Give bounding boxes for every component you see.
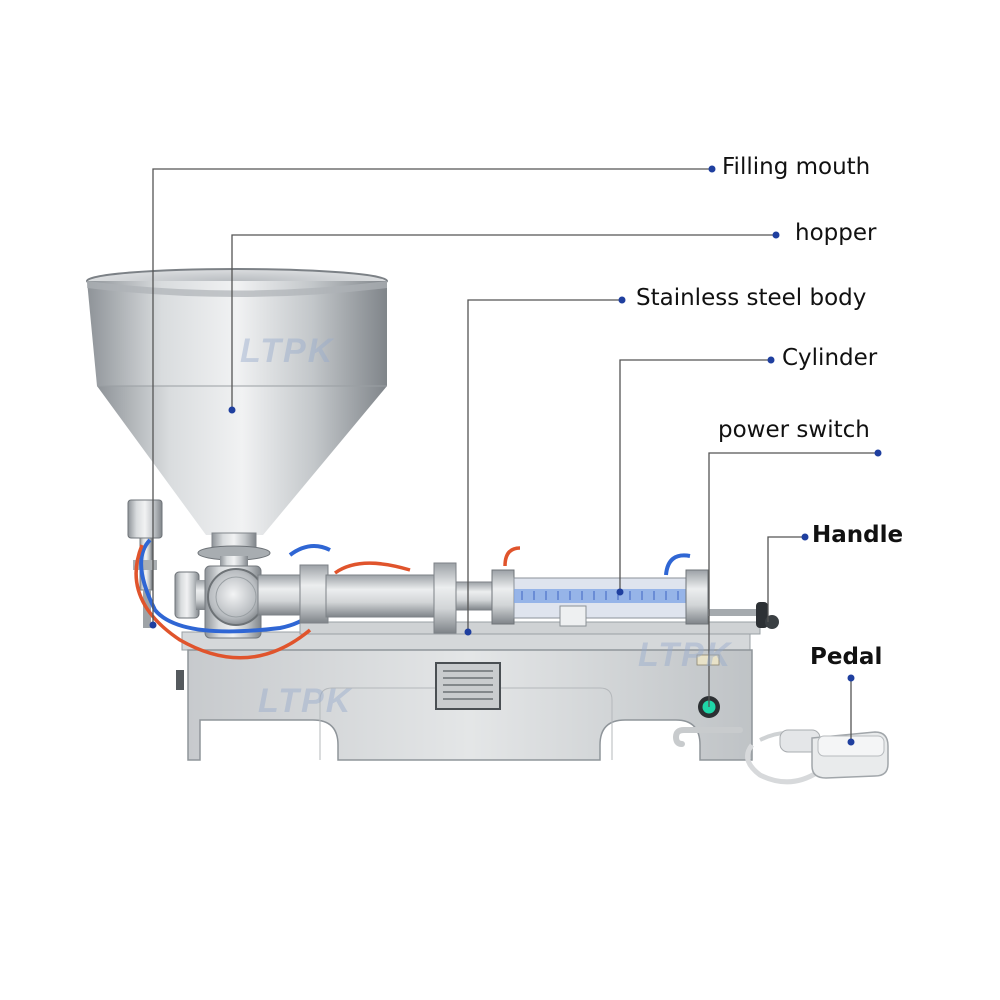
leader-power-switch [708, 452, 878, 707]
label-power-switch: power switch [718, 417, 870, 443]
label-handle: Handle [812, 522, 904, 548]
dot-body-end [618, 296, 626, 304]
dot-pedal-end [847, 674, 855, 682]
watermark-cylinder: LTPK [638, 636, 733, 674]
hopper-illustration [86, 268, 388, 568]
label-pedal: Pedal [810, 644, 883, 670]
watermark-base: LTPK [258, 682, 353, 720]
label-cylinder: Cylinder [782, 345, 878, 371]
pneumatic-cylinder [491, 546, 760, 627]
callout-dots [149, 165, 882, 746]
callout-leaders [152, 168, 878, 742]
dot-cylinder-end [767, 356, 775, 364]
material-cylinder [257, 561, 493, 634]
label-stainless-steel-body: Stainless steel body [636, 285, 867, 311]
watermark-hopper: LTPK [240, 332, 335, 370]
filling-head [127, 499, 332, 660]
label-filling-mouth: Filling mouth [722, 154, 871, 180]
dot-cylinder-start [616, 588, 624, 596]
dot-switch-end [874, 449, 882, 457]
dot-filling-mouth-start [149, 621, 157, 629]
dot-handle-end [801, 533, 809, 541]
dot-filling-mouth-end [708, 165, 716, 173]
leader-hopper [231, 234, 776, 410]
leader-filling-mouth [152, 168, 710, 625]
dot-hopper-end [772, 231, 780, 239]
leader-stainless-steel-body [467, 299, 622, 632]
dot-pedal-start [847, 738, 855, 746]
dot-hopper-start [228, 406, 236, 414]
leader-handle [767, 536, 804, 622]
label-hopper: hopper [795, 220, 877, 246]
pedal-illustration [745, 729, 889, 785]
dot-body-start [464, 628, 472, 636]
leader-cylinder [619, 359, 770, 592]
